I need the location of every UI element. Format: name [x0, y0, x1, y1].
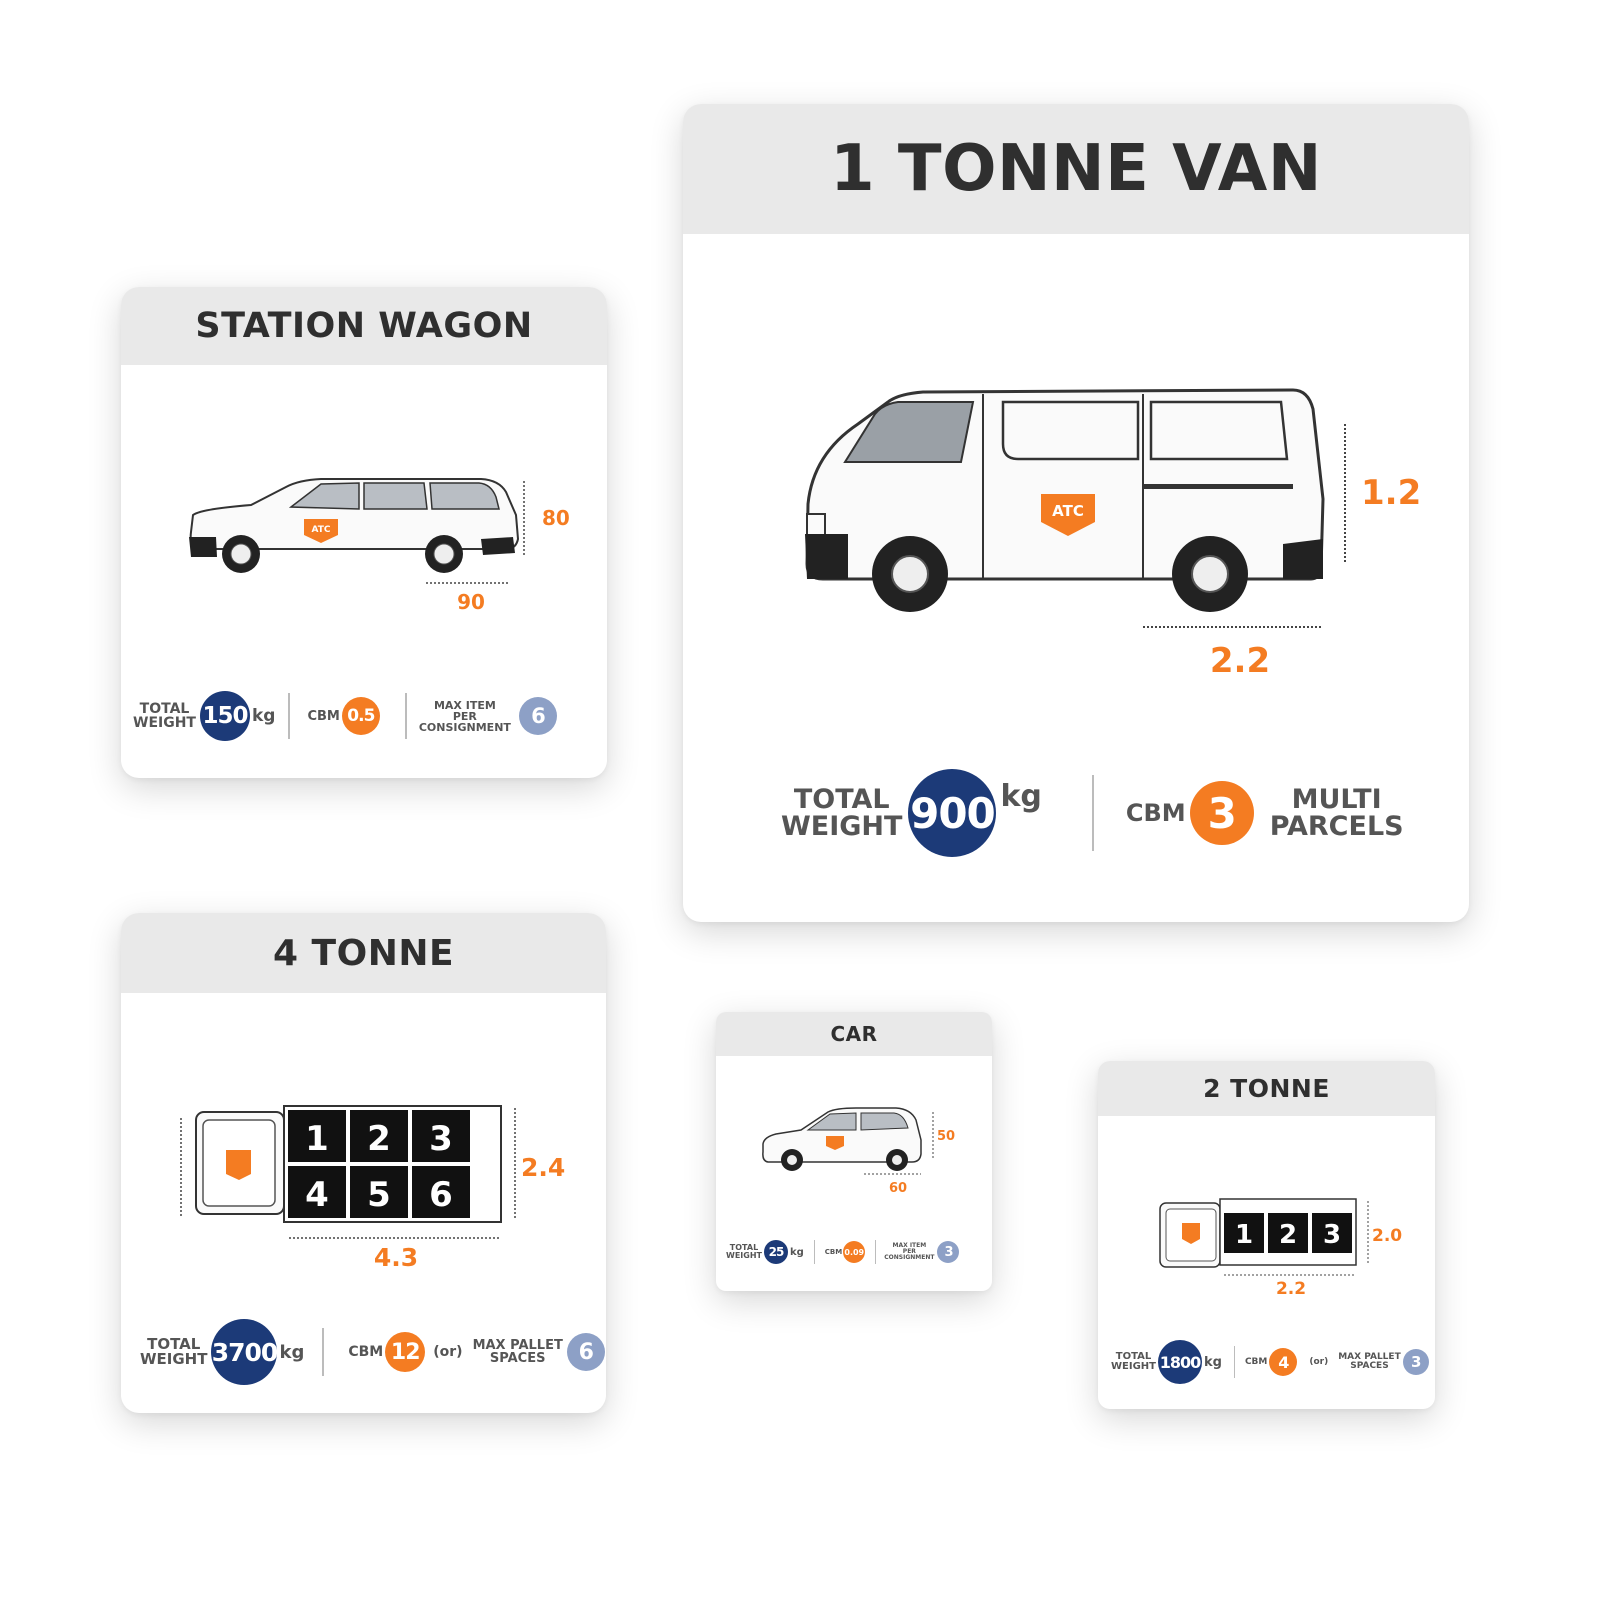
cbm-label: CBM — [348, 1344, 384, 1360]
van-title: 1 TONNE VAN — [830, 132, 1322, 206]
stats-divider — [404, 693, 407, 739]
height-dimension-label: 80 — [542, 506, 570, 530]
stats-divider — [288, 693, 291, 739]
atc-logo-badge — [304, 519, 338, 543]
weight-unit: kg — [1203, 1354, 1222, 1370]
four-tonne-illustration: 1 2 3 4 5 6 2.4 4.3 — [180, 1105, 565, 1272]
height-dimension-label: 2.4 — [521, 1153, 565, 1182]
cbm-label: CBM — [1244, 1356, 1268, 1367]
weight-unit: kg — [789, 1246, 804, 1258]
van-illustration: ATC 1.2 2.2 — [805, 388, 1421, 681]
cbm-value: 3 — [1189, 781, 1254, 845]
stats-divider — [1233, 1346, 1235, 1378]
stats-divider — [813, 1240, 815, 1264]
atc-logo-text: ATC — [1052, 502, 1084, 520]
max-item-value: 6 — [518, 697, 557, 735]
cbm-label: CBM — [307, 708, 340, 724]
max-item-value: 3 — [937, 1241, 960, 1263]
station-wagon-illustration: ATC 80 90 — [189, 478, 570, 614]
or-label: (or) — [1309, 1357, 1329, 1367]
cbm-label: CBM — [1125, 799, 1186, 827]
length-dimension-label: 60 — [889, 1181, 907, 1196]
pallet-number: 4 — [305, 1175, 329, 1215]
two-tonne-header: 2 TONNE — [1098, 1061, 1435, 1116]
weight-value: 150 — [199, 691, 250, 741]
cbm-value: 0.5 — [341, 697, 380, 735]
atc-logo-badge — [1182, 1223, 1200, 1244]
pallet-number: 2 — [1279, 1220, 1297, 1250]
pallet-number: 1 — [305, 1119, 329, 1159]
pallet-grid: 1 2 3 4 5 6 — [288, 1110, 470, 1218]
height-dimension-label: 2.0 — [1372, 1226, 1402, 1246]
weight-unit: kg — [251, 706, 276, 726]
pallet-number: 5 — [367, 1175, 391, 1215]
cbm-value: 4 — [1269, 1348, 1298, 1376]
two-tonne-title: 2 TONNE — [1203, 1074, 1330, 1103]
atc-logo-badge — [1041, 494, 1095, 536]
station-wagon-title: STATION WAGON — [195, 306, 533, 346]
weight-value: 900 — [908, 769, 997, 857]
or-label: (or) — [433, 1344, 463, 1360]
weight-unit: kg — [279, 1341, 305, 1363]
height-dimension-label: 1.2 — [1361, 473, 1421, 513]
length-dimension-label: 2.2 — [1210, 641, 1270, 681]
car-illustration: 50 60 — [762, 1107, 955, 1196]
length-dimension-label: 90 — [457, 590, 485, 614]
length-dimension-label: 4.3 — [374, 1243, 418, 1272]
weight-value: 3700 — [211, 1319, 278, 1385]
van-header: 1 TONNE VAN — [683, 104, 1469, 234]
atc-logo-badge — [826, 1136, 844, 1150]
pallet-number: 3 — [429, 1119, 453, 1159]
atc-logo-text: ATC — [311, 525, 330, 535]
stats-divider — [322, 1328, 325, 1376]
weight-unit: kg — [1000, 779, 1042, 814]
car-header: CAR — [716, 1012, 992, 1056]
station-wagon-header: STATION WAGON — [121, 287, 607, 365]
stats-divider — [875, 1240, 877, 1264]
atc-logo-badge — [226, 1150, 251, 1180]
pallet-grid: 1 2 3 — [1224, 1213, 1352, 1253]
pallet-number: 1 — [1235, 1220, 1253, 1250]
max-pallet-value: 6 — [566, 1333, 605, 1371]
cbm-value: 0.09 — [843, 1241, 866, 1263]
cbm-label: CBM — [824, 1247, 843, 1256]
length-dimension-label: 2.2 — [1276, 1279, 1306, 1299]
weight-value: 1800 — [1157, 1340, 1202, 1384]
two-tonne-illustration: 1 2 3 2.0 2.2 — [1159, 1198, 1402, 1299]
stats-divider — [1091, 775, 1094, 851]
car-title: CAR — [830, 1022, 878, 1046]
height-dimension-label: 50 — [937, 1129, 955, 1144]
max-pallet-value: 3 — [1402, 1349, 1429, 1375]
cbm-value: 12 — [385, 1332, 426, 1372]
four-tonne-title: 4 TONNE — [272, 932, 455, 974]
pallet-number: 3 — [1323, 1220, 1341, 1250]
four-tonne-header: 4 TONNE — [121, 913, 606, 993]
pallet-number: 2 — [367, 1119, 391, 1159]
pallet-number: 6 — [429, 1175, 453, 1215]
weight-value: 25 — [763, 1240, 788, 1264]
